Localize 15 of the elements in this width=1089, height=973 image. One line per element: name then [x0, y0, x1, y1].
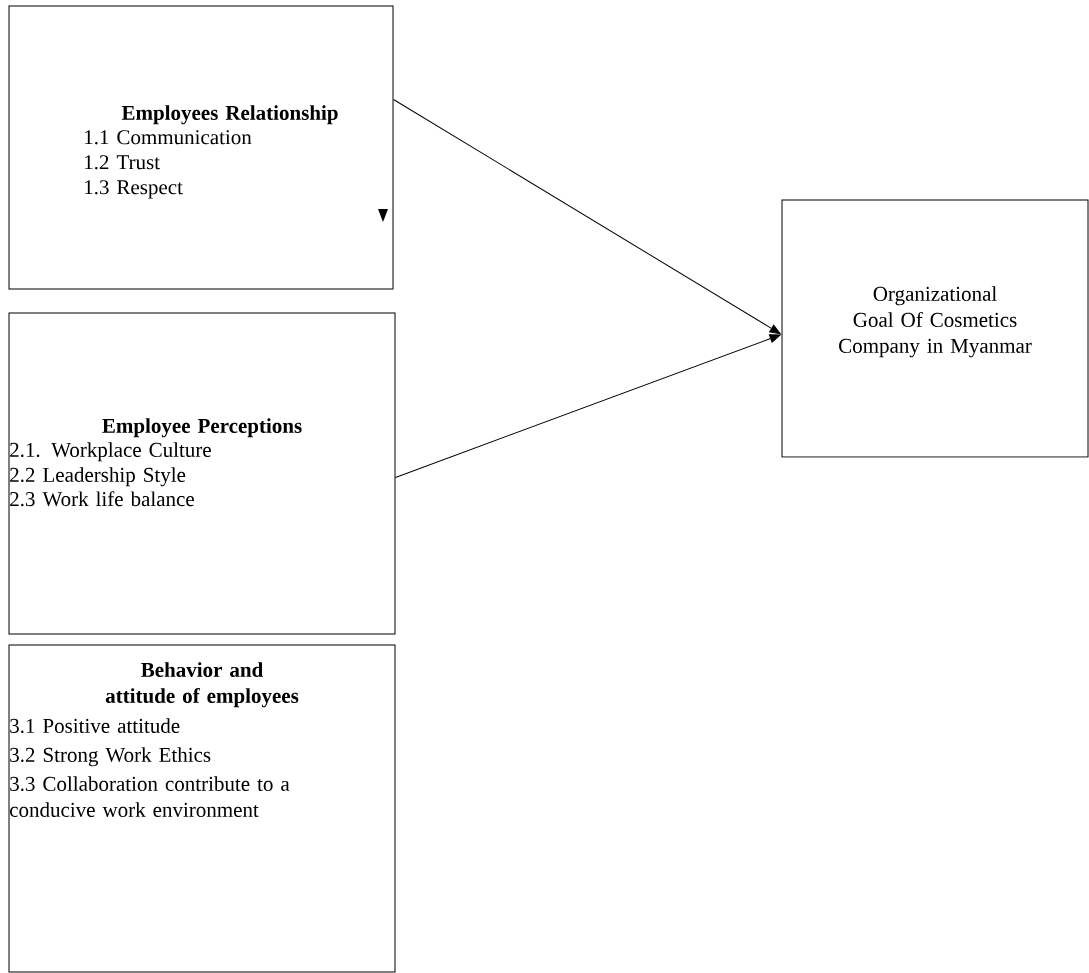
box-heading: Employees Relationship — [121, 105, 338, 125]
list-item: 1.2 Trust — [85, 155, 160, 170]
box-heading: Employee Perceptions — [102, 418, 302, 438]
list-item: 2.3 Work life balance — [10, 491, 194, 507]
box-text: Organizational Goal Of Cosmetics Company in Myanmar — [839, 286, 1032, 358]
arrow — [395, 334, 781, 478]
list-item: 2.1. Workplace Culture — [10, 442, 211, 462]
list-item: 1.1 Communication — [85, 130, 252, 145]
box-heading: Behavior and attitude of employees — [105, 662, 299, 708]
list-item: 2.2 Leadership Style — [10, 467, 186, 487]
list-item: 3.2 Strong Work Ethics — [10, 747, 211, 767]
list-item: 3.1 Positive attitude — [10, 718, 180, 734]
arrow — [393, 99, 781, 335]
list-item: 3.3 Collaboration contribute to a conducive work environment — [10, 776, 290, 817]
list-item: 1.3 Respect — [85, 180, 183, 199]
